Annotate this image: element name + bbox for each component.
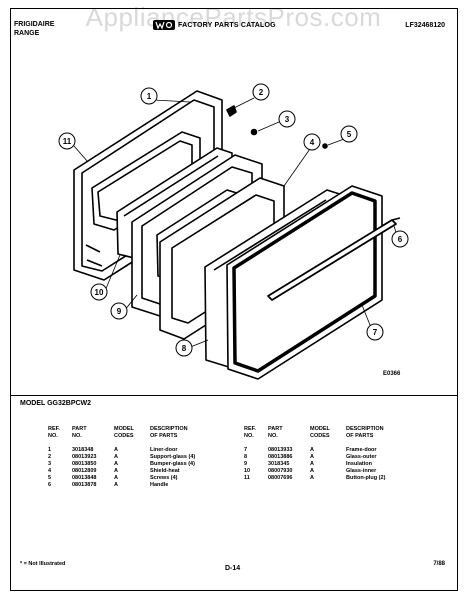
handle-part [267,217,401,301]
not-illustrated-note: * = Not Illustrated [20,561,66,567]
svg-text:10: 10 [95,288,104,297]
page-number: D-14 [225,565,241,572]
svg-text:7: 7 [373,328,378,337]
revision-date: 7/88 [433,561,445,567]
brand-name: FRIGIDAIRE [14,21,55,28]
svg-text:6: 6 [398,235,403,244]
callout-10: 10 [90,283,108,301]
svg-text:9: 9 [117,307,122,316]
callout-6: 6 [391,230,409,248]
callout-11: 11 [58,132,76,150]
svg-text:8: 8 [182,344,187,353]
catalog-title: FACTORY PARTS CATALOG [178,22,276,29]
wci-logo-icon [153,20,175,30]
svg-text:4: 4 [310,138,315,147]
callout-2: 2 [252,83,270,101]
glass-support-part [226,105,237,117]
section-divider [10,395,458,396]
svg-text:1: 1 [147,92,152,101]
catalog-number: LF32468120 [405,22,445,29]
header-ref-no: REF.NO. [244,426,256,439]
glass-bumper-part [250,128,258,136]
watermark-text: AppliancePartsPros.com [85,2,382,32]
header-ref-no: REF.NO. [48,426,60,439]
header-brand: FRIGIDAIRE RANGE [14,20,54,38]
svg-text:11: 11 [63,137,72,146]
callout-7: 7 [366,323,384,341]
svg-text:2: 2 [259,88,264,97]
callout-8: 8 [175,339,193,357]
exploded-door-diagram: 1 2 3 4 5 6 7 8 9 10 11 [58,83,409,380]
product-type: RANGE [14,30,40,37]
screw-part [322,143,328,149]
callout-9: 9 [110,302,128,320]
frame-door-part [226,185,383,380]
diagram-code: E0366 [383,371,401,377]
model-label: MODEL GG32BPCW2 [20,400,92,407]
callout-3: 3 [278,110,296,128]
svg-text:3: 3 [285,115,290,124]
callout-1: 1 [140,87,158,105]
parts-catalog-page [10,8,458,591]
callout-4: 4 [303,133,321,151]
callout-5: 5 [340,125,358,143]
svg-text:5: 5 [347,130,352,139]
